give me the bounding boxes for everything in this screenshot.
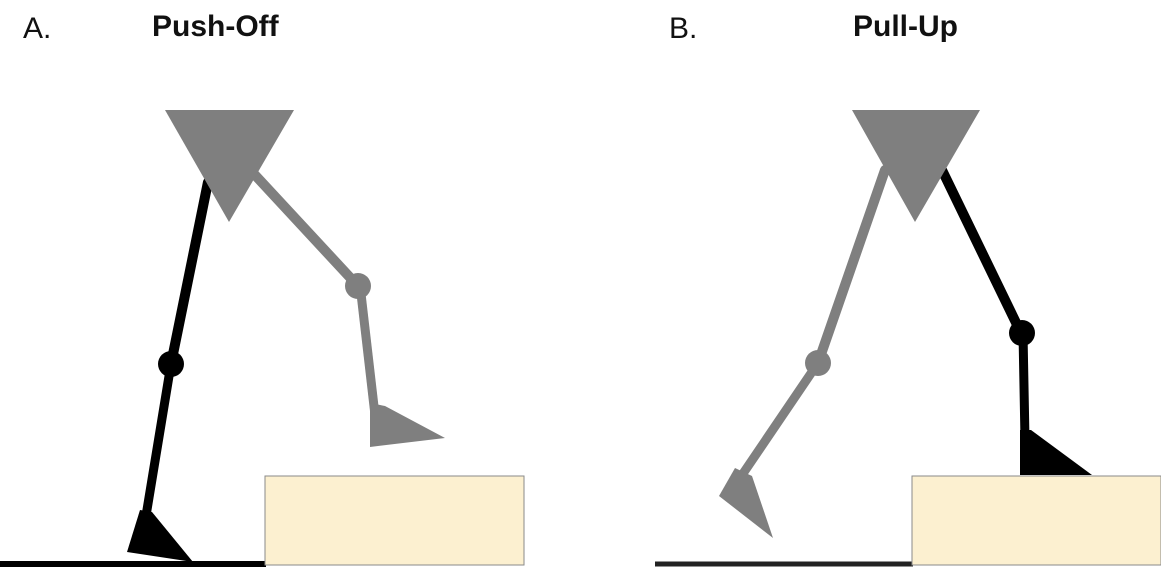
panel-a-stance-foot [127, 510, 193, 562]
panel-a-letter: A. [23, 12, 52, 45]
panel-b-swing-shank [735, 358, 823, 483]
panel-b-letter: B. [669, 12, 698, 45]
panel-a-step-box [264, 475, 525, 566]
panel-b-swing-thigh [813, 165, 890, 368]
panel-b-title: Pull-Up [853, 10, 958, 43]
panel-b-stance-knee-joint [1009, 320, 1035, 346]
panel-a-swing-leg [250, 170, 445, 447]
panel-a-figure [0, 110, 525, 567]
panel-b-figure [655, 110, 1161, 567]
panel-a-swing-knee-joint [345, 273, 371, 299]
panel-b-step-box [911, 475, 1161, 566]
panel-b-stance-leg [937, 165, 1092, 475]
panel-b-stance-shank [1018, 328, 1030, 445]
panel-b-pelvis [852, 110, 980, 222]
panel-b-swing-foot [719, 468, 773, 538]
panel-a-title: Push-Off [152, 10, 279, 43]
panel-a-stance-shank [139, 359, 176, 533]
panel-b-swing-leg [719, 165, 890, 538]
panel-a-swing-shank [355, 280, 380, 420]
panel-b-swing-knee-joint [805, 350, 831, 376]
panel-a-swing-foot [370, 403, 445, 447]
panel-b-stance-thigh [937, 165, 1026, 338]
panel-a-pelvis [165, 110, 294, 222]
panel-a-stance-thigh [166, 177, 213, 369]
panel-a-swing-thigh [250, 170, 362, 290]
panel-a-stance-leg [127, 177, 213, 562]
panel-a-stance-knee-joint [158, 351, 184, 377]
panel-b-stance-foot [1020, 430, 1092, 475]
